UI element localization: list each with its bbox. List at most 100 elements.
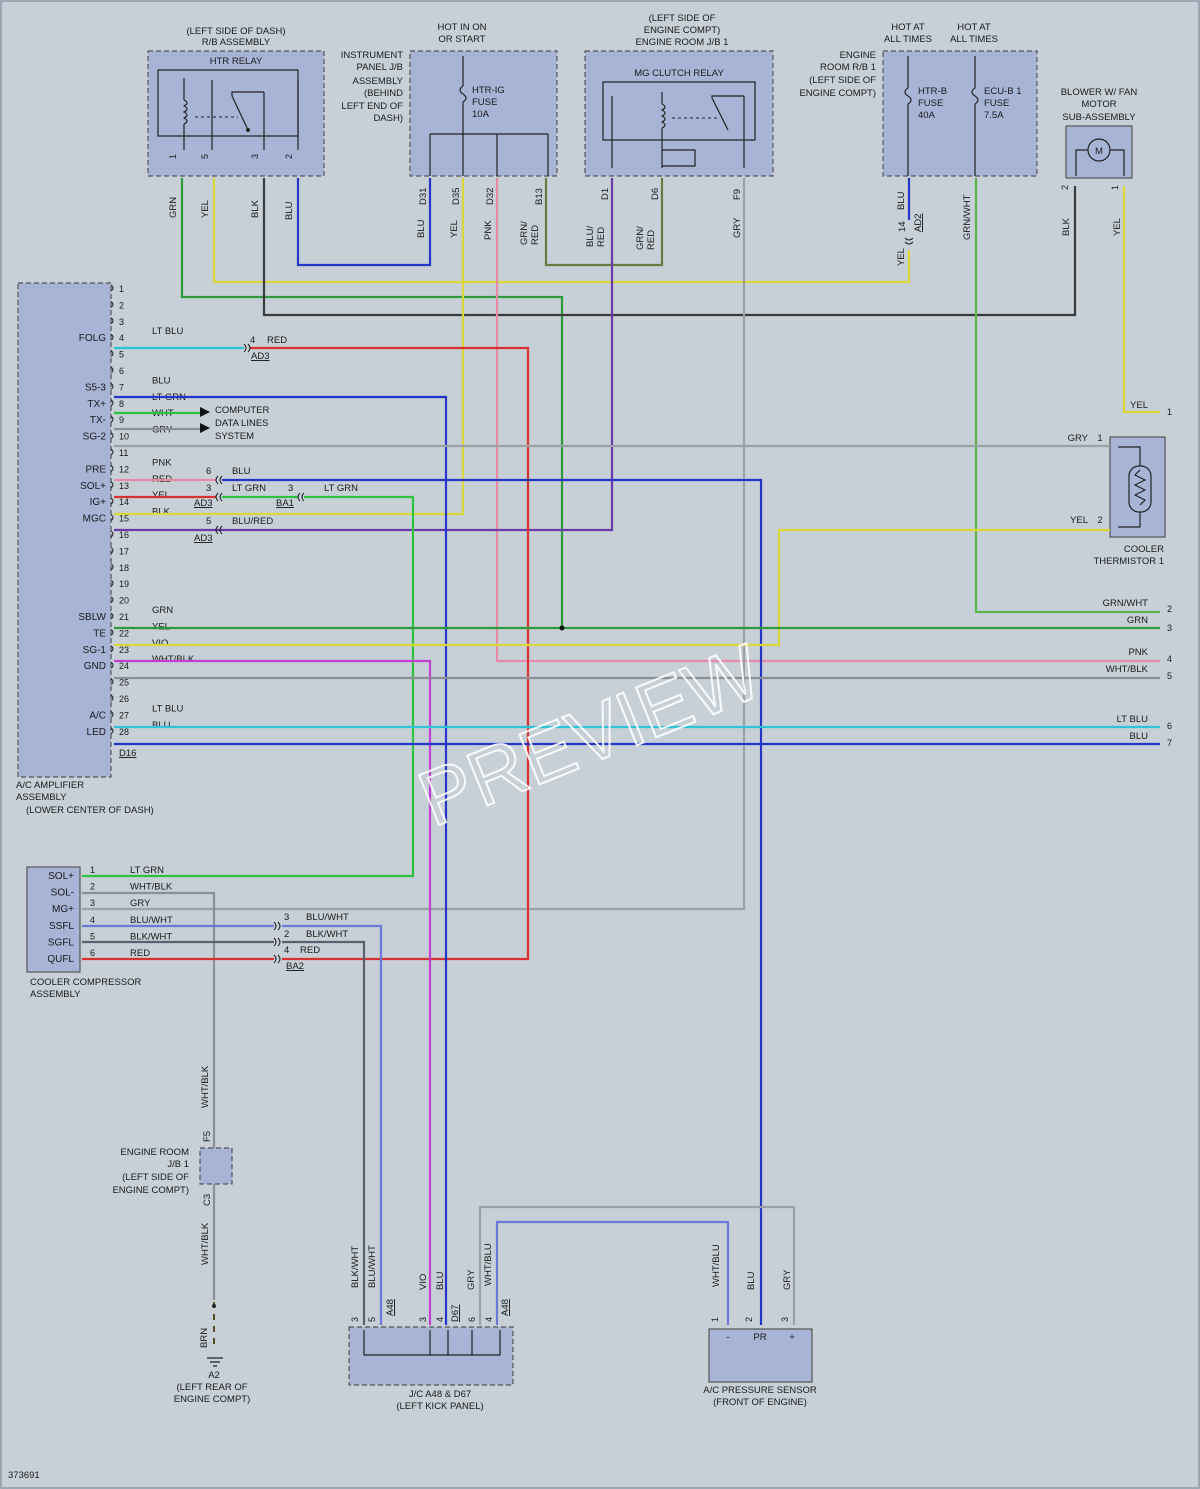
amp-caption-2: ASSEMBLY bbox=[16, 792, 67, 803]
conn-d35: D35 bbox=[451, 188, 462, 205]
htr-pin-2: 2 bbox=[284, 154, 294, 159]
splice-ad3-4-pin: 4 bbox=[250, 335, 255, 346]
amp-pin-number: 11 bbox=[119, 448, 128, 458]
instrument-caption-4: (BEHIND bbox=[364, 88, 403, 99]
ba1-connector-3 bbox=[297, 492, 305, 502]
amp-wire-label: VIO bbox=[152, 638, 168, 649]
mg-relay-frame bbox=[602, 81, 756, 141]
compressor-box bbox=[26, 866, 81, 973]
tx-minus-arrow-icon bbox=[200, 423, 210, 433]
amp-signal-te: TE bbox=[93, 628, 106, 639]
amp-pin-connector-icon bbox=[110, 514, 114, 521]
wire-vio-sg1 bbox=[114, 659, 432, 1325]
amp-pin-connector-icon bbox=[110, 415, 114, 423]
splice-ba2-2-wire: BLK/WHT bbox=[306, 929, 348, 940]
amp-signal-sg-2: SG-2 bbox=[83, 432, 107, 443]
amp-pin-connector-icon bbox=[110, 711, 114, 718]
amp-pin-number: 24 bbox=[119, 661, 129, 671]
wire-gry-jc bbox=[478, 1205, 796, 1325]
right-terminal-num-rt-1: 1 bbox=[1167, 407, 1172, 417]
sensor-term-plus: + bbox=[789, 1332, 795, 1343]
conn-c3: C3 bbox=[202, 1194, 213, 1206]
amp-pin-number: 20 bbox=[119, 596, 129, 606]
jc-pin-labels: 3 5 A48 3 4 D67 6 4 A48 1 2 3 2 1 bbox=[350, 185, 1120, 1322]
amp-signal-gnd: GND bbox=[84, 661, 106, 672]
wire-blu-pre bbox=[222, 478, 763, 1325]
right-terminal-wire-rt-1: YEL bbox=[1130, 400, 1148, 411]
amp-pin-number: 21 bbox=[119, 612, 129, 622]
splice-ad3-3-wire: LT GRN bbox=[232, 483, 266, 494]
htrb-fuse-1: HTR-B bbox=[918, 86, 947, 97]
amp-pin-number: 27 bbox=[119, 710, 129, 720]
amp-pin-number: 28 bbox=[119, 727, 129, 737]
computer-data-lines: COMPUTER DATA LINES SYSTEM bbox=[200, 405, 270, 442]
vlabel-ecub-w: GRN/WHT bbox=[962, 194, 973, 240]
jc-pin-4b: 4 bbox=[484, 1317, 494, 1322]
splice-dot bbox=[559, 625, 565, 631]
amp-pin-connector-icon bbox=[110, 629, 114, 636]
amp-pin-number: 5 bbox=[119, 350, 124, 360]
engine-rb-caption-4: ENGINE COMPT) bbox=[799, 88, 876, 99]
ba2-connector-4 bbox=[273, 954, 281, 964]
amp-pin-number: 9 bbox=[119, 415, 124, 425]
vlabel-ps-1: WHT/BLU bbox=[711, 1244, 722, 1287]
splice-ba2-3-pin: 3 bbox=[284, 912, 289, 923]
blower-box bbox=[1065, 125, 1133, 179]
amp-pin-connector-icon bbox=[110, 366, 114, 374]
mg-relay-wiring bbox=[611, 92, 745, 168]
ad3-connector-5 bbox=[215, 525, 223, 535]
amp-wire-label: LT BLU bbox=[152, 326, 183, 337]
amp-signal-tx-: TX- bbox=[90, 415, 106, 426]
ground-caption-1: A2 bbox=[208, 1370, 220, 1381]
htrig-caption-1: HOT IN ON bbox=[438, 22, 487, 33]
amp-pin-number: 1 bbox=[119, 284, 124, 294]
amp-caption-3: (LOWER CENTER OF DASH) bbox=[26, 805, 154, 816]
htr-relay-box bbox=[147, 50, 325, 177]
jc-pin-3b: 3 bbox=[418, 1317, 428, 1322]
compressor-caption-2: ASSEMBLY bbox=[30, 989, 81, 1000]
compressor-wire-label: LT GRN bbox=[130, 865, 164, 876]
compressor-wire-label: WHT/BLK bbox=[130, 882, 173, 893]
wire-yel-d35 bbox=[114, 178, 465, 516]
compressor-signal: SGFL bbox=[48, 937, 75, 948]
engine-room-rb-1: ENGINE ROOM R/B 1 (LEFT SIDE OF ENGINE C… bbox=[799, 22, 1038, 177]
htrig-fuse-wiring bbox=[429, 56, 549, 176]
hot-all-2b: ALL TIMES bbox=[950, 34, 998, 45]
jc-caption-2: (LEFT KICK PANEL) bbox=[396, 1401, 483, 1412]
right-terminal-num-rt-6: 6 bbox=[1167, 721, 1172, 731]
ad3-connector-3 bbox=[215, 492, 223, 502]
amp-wire-label: BLU bbox=[152, 375, 171, 386]
amp-wire-label: WHT/BLK bbox=[152, 654, 195, 665]
splice-ad3-4-id: AD3 bbox=[251, 351, 269, 362]
right-terminal-wire-rt-3: GRN bbox=[1127, 615, 1148, 626]
amplifier-box bbox=[17, 282, 112, 778]
amp-pin-connector-icon bbox=[110, 301, 114, 308]
ps-pin-2: 2 bbox=[744, 1317, 754, 1322]
jc-conn-a48-right: A48 bbox=[500, 1299, 511, 1316]
htr-relay-coil bbox=[182, 99, 188, 125]
splice-ba1-3-wire: LT GRN bbox=[324, 483, 358, 494]
htrig-fuse-1: HTR-IG bbox=[472, 85, 505, 96]
amp-pin-connector-icon bbox=[110, 678, 114, 685]
amp-signal-pre: PRE bbox=[85, 464, 106, 475]
splice-ba2-2-pin: 2 bbox=[284, 929, 289, 940]
amp-signal-s5-3: S5-3 bbox=[85, 382, 107, 393]
htr-pin-5: 5 bbox=[200, 154, 210, 159]
htrb-fuse-3: 40A bbox=[918, 110, 936, 121]
amp-pin-connector-icon bbox=[110, 661, 114, 669]
engine-room-jb-lower: ENGINE ROOM J/B 1 (LEFT SIDE OF ENGINE C… bbox=[112, 1147, 233, 1196]
htr-relay-dot bbox=[246, 128, 250, 132]
amp-pin-number: 23 bbox=[119, 645, 129, 655]
conn-d32: D32 bbox=[485, 188, 496, 205]
compressor-wire-label: BLU/WHT bbox=[130, 915, 173, 926]
jc-conn-a48-left: A48 bbox=[385, 1299, 396, 1316]
conn-d1: D1 bbox=[600, 188, 611, 200]
compressor-wire-label: GRY bbox=[130, 898, 151, 909]
mg-title: MG CLUTCH RELAY bbox=[634, 68, 724, 79]
splice-ba2-4-pin: 4 bbox=[284, 945, 289, 956]
compressor-signal: SOL- bbox=[51, 888, 74, 899]
compressor-wire-label: RED bbox=[130, 948, 150, 959]
engine-jb-caption-4: ENGINE COMPT) bbox=[112, 1185, 189, 1196]
